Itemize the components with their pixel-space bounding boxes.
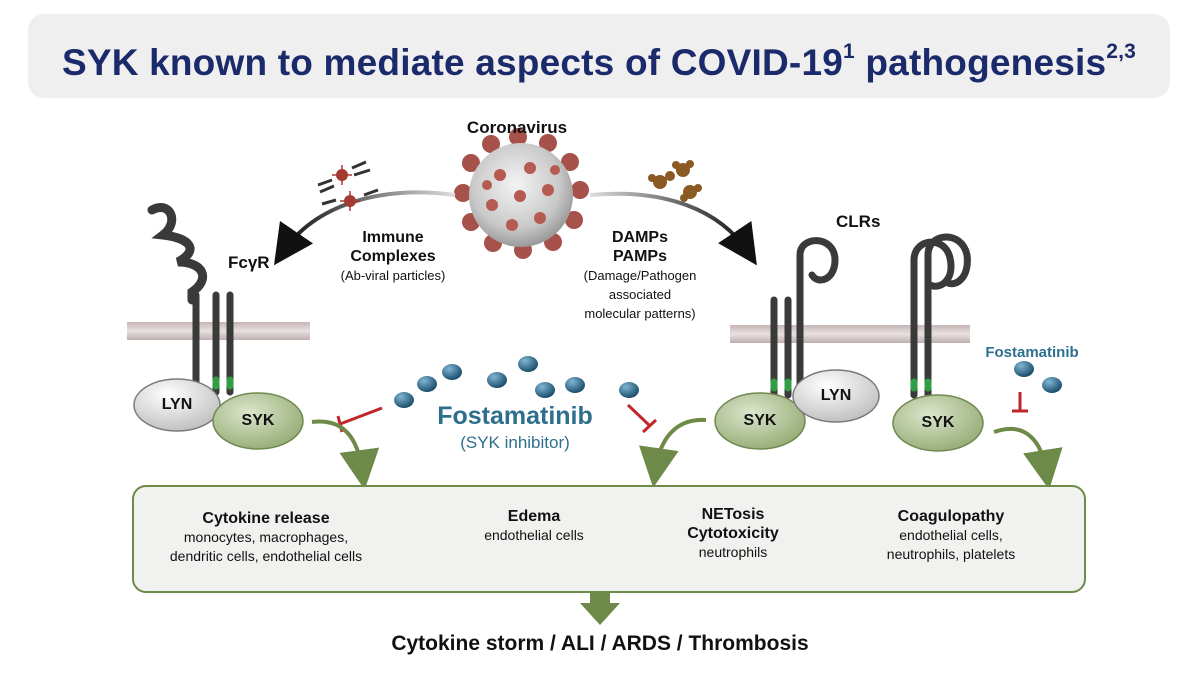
drug-dot xyxy=(394,392,414,408)
effect-title: Coagulopathy xyxy=(897,508,1005,525)
damps-pamps-label: DAMPs PAMPs (Damage/Pathogen associated … xyxy=(584,228,697,323)
fostamatinib-subtitle: (SYK inhibitor) xyxy=(460,433,570,452)
drug-dot xyxy=(535,382,555,398)
fcgr-receptor-icon xyxy=(147,203,234,396)
effect-desc: endothelial cells xyxy=(484,527,584,543)
effects-box xyxy=(132,485,1086,593)
drug-dot xyxy=(487,372,507,388)
title-banner: SYK known to mediate aspects of COVID-19… xyxy=(28,14,1170,98)
lyn-kinase-right xyxy=(792,369,880,423)
signal-arrows xyxy=(311,417,1063,490)
effect-title-2: Cytotoxicity xyxy=(687,525,779,542)
syk-kinase-middle xyxy=(714,392,806,450)
effect-desc: dendritic cells, endothelial cells xyxy=(169,548,363,564)
effect-cytokine-release: Cytokine release monocytes, macrophages,… xyxy=(170,509,362,566)
effect-netosis: NETosis Cytotoxicity neutrophils xyxy=(687,505,779,562)
outcome-label: Cytokine storm / ALI / ARDS / Thrombosis xyxy=(391,632,809,655)
title-text-2: pathogenesis xyxy=(854,42,1107,83)
membrane-right xyxy=(730,325,970,343)
fostamatinib-label: Fostamatinib xyxy=(437,402,593,430)
clr-receptor-icon xyxy=(770,233,971,399)
damps-desc-3: molecular patterns) xyxy=(584,306,696,321)
effect-edema: Edema endothelial cells xyxy=(484,507,584,545)
syk-middle-label: SYK xyxy=(743,412,777,429)
title-text: SYK known to mediate aspects of COVID-19 xyxy=(61,42,843,83)
drug-dot xyxy=(518,356,538,372)
drug-dot xyxy=(417,376,437,392)
fostamatinib-molecules xyxy=(394,356,1062,408)
drug-dot xyxy=(442,364,462,380)
pamps-label: PAMPs xyxy=(613,248,667,265)
lyn-left-label: LYN xyxy=(161,396,193,413)
immune-label-line1: Immune xyxy=(362,229,424,246)
syk-kinase-left xyxy=(212,392,304,450)
effect-title: Edema xyxy=(507,508,561,525)
drug-dot xyxy=(1042,377,1062,393)
page-title: SYK known to mediate aspects of COVID-19… xyxy=(28,40,1170,84)
damps-pamps-icon xyxy=(648,160,702,202)
coronavirus-icon xyxy=(454,128,589,259)
effect-title: Cytokine release xyxy=(202,510,330,527)
arrow-to-damps-pamps xyxy=(589,191,757,266)
syk-left-label: SYK xyxy=(241,412,275,429)
lyn-right-label: LYN xyxy=(820,387,852,404)
inhibition-markers xyxy=(336,392,1028,434)
syk-right-label: SYK xyxy=(921,414,955,431)
drug-dot xyxy=(565,377,585,393)
effect-coagulopathy: Coagulopathy endothelial cells, neutroph… xyxy=(887,507,1015,564)
damps-desc-1: (Damage/Pathogen xyxy=(583,268,697,283)
clrs-label: CLRs xyxy=(836,212,881,231)
drug-dot xyxy=(1014,361,1034,377)
effect-desc: monocytes, macrophages, xyxy=(183,529,349,545)
fostamatinib-right-label: Fostamatinib xyxy=(985,344,1079,361)
immune-complexes-label: Immune Complexes (Ab-viral particles) xyxy=(341,228,446,285)
immune-label-line2: Complexes xyxy=(350,248,436,265)
damps-desc-2: associated xyxy=(608,287,672,302)
title-superscript-1: 1 xyxy=(843,40,855,63)
effect-desc: neutrophils, platelets xyxy=(886,546,1016,562)
damps-label: DAMPs xyxy=(611,229,668,246)
effect-desc: neutrophils xyxy=(698,544,768,560)
effect-title: NETosis xyxy=(701,506,765,523)
title-superscript-2: 2,3 xyxy=(1106,40,1137,63)
immune-complex-icon xyxy=(317,160,379,211)
down-arrow-icon xyxy=(580,592,620,625)
syk-kinase-right xyxy=(892,394,984,452)
drug-dot xyxy=(619,382,639,398)
fcgr-label: FcγR xyxy=(228,253,270,272)
effect-desc: endothelial cells, xyxy=(899,527,1003,543)
coronavirus-label: Coronavirus xyxy=(466,118,568,137)
immune-label-desc: (Ab-viral particles) xyxy=(340,268,446,283)
